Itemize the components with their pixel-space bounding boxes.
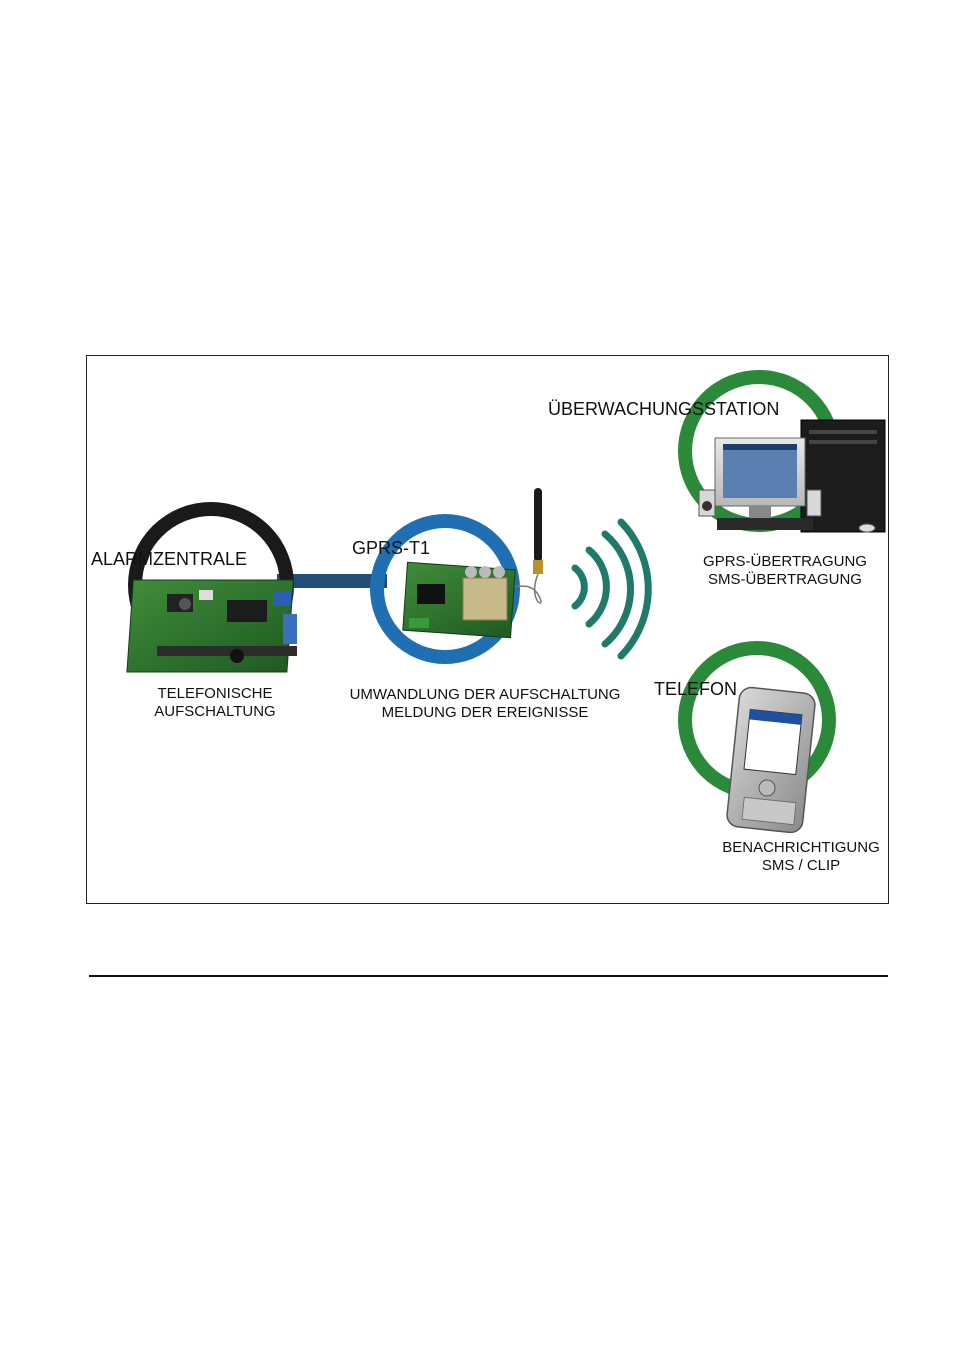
module-title: GPRS-T1 bbox=[352, 538, 431, 558]
module-caption: UMWANDLUNG DER AUFSCHALTUNG MELDUNG DER … bbox=[333, 686, 637, 722]
module-caption-line-2: MELDUNG DER EREIGNISSE bbox=[381, 704, 589, 721]
alarm-panel-title: ALARMZENTRALE bbox=[91, 549, 248, 569]
alarm-panel-board-image bbox=[126, 579, 297, 673]
radio-waves bbox=[571, 518, 652, 660]
station-caption-line-2: SMS-ÜBERTRAGUNG bbox=[708, 571, 862, 588]
connector-line bbox=[277, 574, 387, 588]
phone-image bbox=[726, 686, 816, 834]
alarm-panel-caption-line-2: AUFSCHALTUNG bbox=[154, 703, 276, 720]
diagram-canvas bbox=[126, 370, 886, 834]
module-caption-line-1: UMWANDLUNG DER AUFSCHALTUNG bbox=[349, 686, 621, 703]
phone-title: TELEFON bbox=[654, 679, 738, 699]
phone-caption-line-2: SMS / CLIP bbox=[761, 857, 841, 874]
diagram-frame: ALARMZENTRALE TELEFONISCHE AUFSCHALTUNG … bbox=[86, 355, 889, 904]
station-caption: GPRS-ÜBERTRAGUNG SMS-ÜBERTRAGUNG bbox=[685, 553, 885, 589]
antenna-image bbox=[514, 488, 543, 604]
wave-2 bbox=[585, 546, 610, 628]
horizontal-rule bbox=[89, 975, 888, 977]
station-caption-line-1: GPRS-ÜBERTRAGUNG bbox=[703, 553, 867, 570]
computer-image bbox=[698, 419, 886, 533]
station-title: ÜBERWACHUNGSSTATION bbox=[548, 399, 780, 419]
wave-1 bbox=[571, 564, 588, 610]
wave-4 bbox=[617, 518, 652, 660]
alarm-panel-caption: TELEFONISCHE AUFSCHALTUNG bbox=[131, 685, 299, 721]
wave-3 bbox=[601, 530, 635, 648]
phone-caption: BENACHRICHTIGUNG SMS / CLIP bbox=[705, 839, 888, 875]
alarm-panel-caption-line-1: TELEFONISCHE bbox=[157, 685, 273, 702]
module-board-image bbox=[402, 561, 516, 639]
phone-caption-line-1: BENACHRICHTIGUNG bbox=[722, 839, 880, 856]
